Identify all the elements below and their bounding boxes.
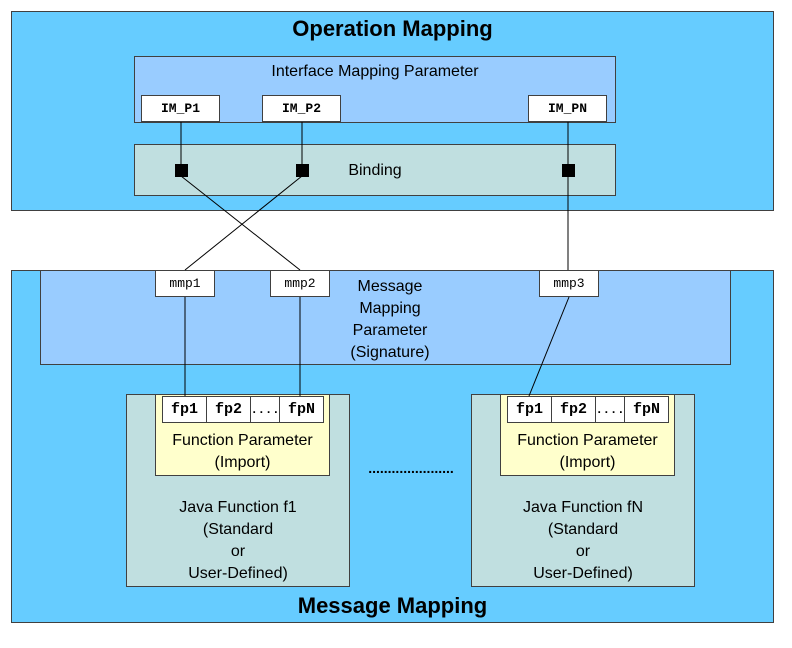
function-1-fp2: fp2 (206, 396, 251, 423)
java-function-n-line-3: or (575, 543, 591, 560)
function-1-fp-ellipsis: .... (250, 396, 280, 423)
function-n-fp-ellipsis: .... (595, 396, 625, 423)
interface-mapping-parameter-label: Interface Mapping Parameter (271, 63, 479, 80)
operation-mapping-title: Operation Mapping (292, 16, 493, 41)
mmp-param-1: mmp1 (155, 270, 215, 297)
java-function-1-line-2: (Standard (202, 521, 274, 538)
function-1-param-label-line-1: Function Parameter (172, 432, 313, 449)
java-function-n-line-2: (Standard (547, 521, 619, 538)
java-function-n-label: Java Function fN (Standard or User-Defin… (471, 497, 695, 585)
binding-connector-3 (562, 164, 575, 177)
java-function-1-line-1: Java Function f1 (179, 499, 297, 516)
mmp-label-line-4: (Signature) (350, 344, 430, 361)
binding-connector-1 (175, 164, 188, 177)
mmp-label-line-2: Mapping (359, 300, 421, 317)
im-param-2: IM_P2 (262, 95, 341, 122)
im-param-n: IM_PN (528, 95, 607, 122)
im-param-1: IM_P1 (141, 95, 220, 122)
functions-ellipsis: ...................... (368, 460, 454, 476)
message-mapping-parameter-label: Message Mapping Parameter (Signature) (330, 276, 450, 364)
function-1-fp1: fp1 (162, 396, 207, 423)
java-function-1-label: Java Function f1 (Standard or User-Defin… (126, 497, 350, 585)
function-n-fpn: fpN (624, 396, 669, 423)
function-n-param-label-line-2: (Import) (559, 454, 616, 471)
java-function-1-line-4: User-Defined) (188, 565, 288, 582)
function-n-fp1: fp1 (507, 396, 552, 423)
message-mapping-title: Message Mapping (297, 593, 488, 618)
mmp-label-line-1: Message (357, 278, 423, 295)
function-1-param-label: Function Parameter (Import) (155, 430, 330, 474)
java-function-1-line-3: or (230, 543, 246, 560)
function-n-param-label: Function Parameter (Import) (500, 430, 675, 474)
java-function-n-line-4: User-Defined) (533, 565, 633, 582)
function-n-param-label-line-1: Function Parameter (517, 432, 658, 449)
function-1-param-label-line-2: (Import) (214, 454, 271, 471)
mmp-param-2: mmp2 (270, 270, 330, 297)
function-n-fp2: fp2 (551, 396, 596, 423)
binding-connector-2 (296, 164, 309, 177)
mmp-label-line-3: Parameter (352, 322, 428, 339)
mmp-param-3: mmp3 (539, 270, 599, 297)
function-1-fpn: fpN (279, 396, 324, 423)
java-function-n-line-1: Java Function fN (522, 499, 644, 516)
binding-label: Binding (348, 162, 402, 179)
